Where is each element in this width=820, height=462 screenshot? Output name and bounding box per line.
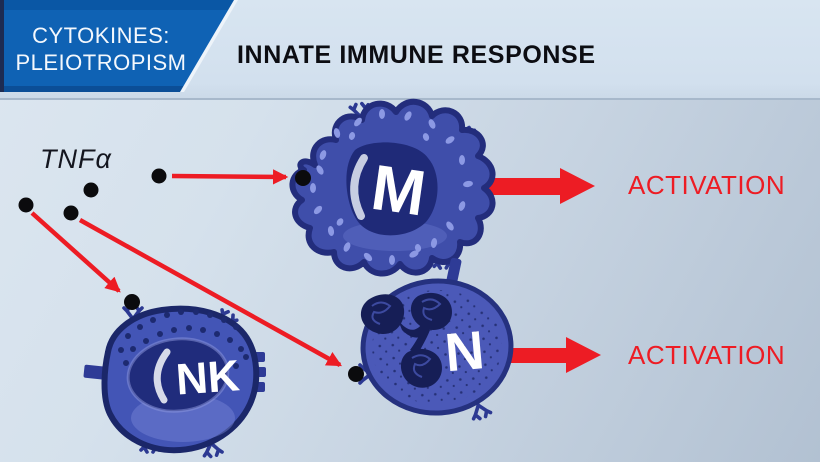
nk-cell: NK <box>83 304 266 460</box>
arrow-to-nk <box>30 211 121 293</box>
activation-label-bottom: ACTIVATION <box>628 340 786 370</box>
cytokine-dot <box>151 168 167 184</box>
page-title: INNATE IMMUNE RESPONSE <box>237 41 596 69</box>
cytokine-dot <box>63 205 79 221</box>
nk-granules <box>118 309 249 369</box>
macrophage-letter: M <box>367 151 430 230</box>
cytokine-dot-bound-macrophage <box>295 170 311 186</box>
cytokine-dots <box>18 168 364 382</box>
activation-arrow-top <box>462 168 595 204</box>
neutrophil-letter: N <box>443 320 487 383</box>
cytokine-dot <box>83 182 99 198</box>
neutrophil-nucleus <box>360 292 452 388</box>
nucleus-crescent <box>350 154 368 220</box>
nucleus-crescent <box>153 348 171 404</box>
cytokine-dot-bound-nk <box>124 294 140 310</box>
nk-letter: NK <box>174 351 241 404</box>
arrow-to-neutrophil <box>78 218 343 367</box>
topic-badge: CYTOKINES: PLEIOTROPISM <box>0 0 234 92</box>
cytokine-dot-bound-neutrophil <box>348 366 364 382</box>
nk-nucleus <box>126 337 230 413</box>
neutrophil-cell: N <box>356 257 514 423</box>
cytokine-label: TNFα <box>40 144 112 174</box>
activation-label-top: ACTIVATION <box>628 170 786 200</box>
cytokine-dot <box>18 197 34 213</box>
topic-badge-text: CYTOKINES: PLEIOTROPISM <box>2 22 200 76</box>
macrophage-nucleus <box>346 142 438 236</box>
badge-line2: PLEIOTROPISM <box>15 50 187 75</box>
arrow-to-macrophage <box>171 169 289 185</box>
badge-line1: CYTOKINES: <box>32 23 170 48</box>
activation-arrow-bottom <box>505 337 601 373</box>
cytokine-arrows <box>30 169 343 367</box>
header-band: CYTOKINES: PLEIOTROPISM INNATE IMMUNE RE… <box>0 0 820 100</box>
macrophage-granules <box>310 109 473 265</box>
macrophage-cell: M <box>289 99 496 277</box>
